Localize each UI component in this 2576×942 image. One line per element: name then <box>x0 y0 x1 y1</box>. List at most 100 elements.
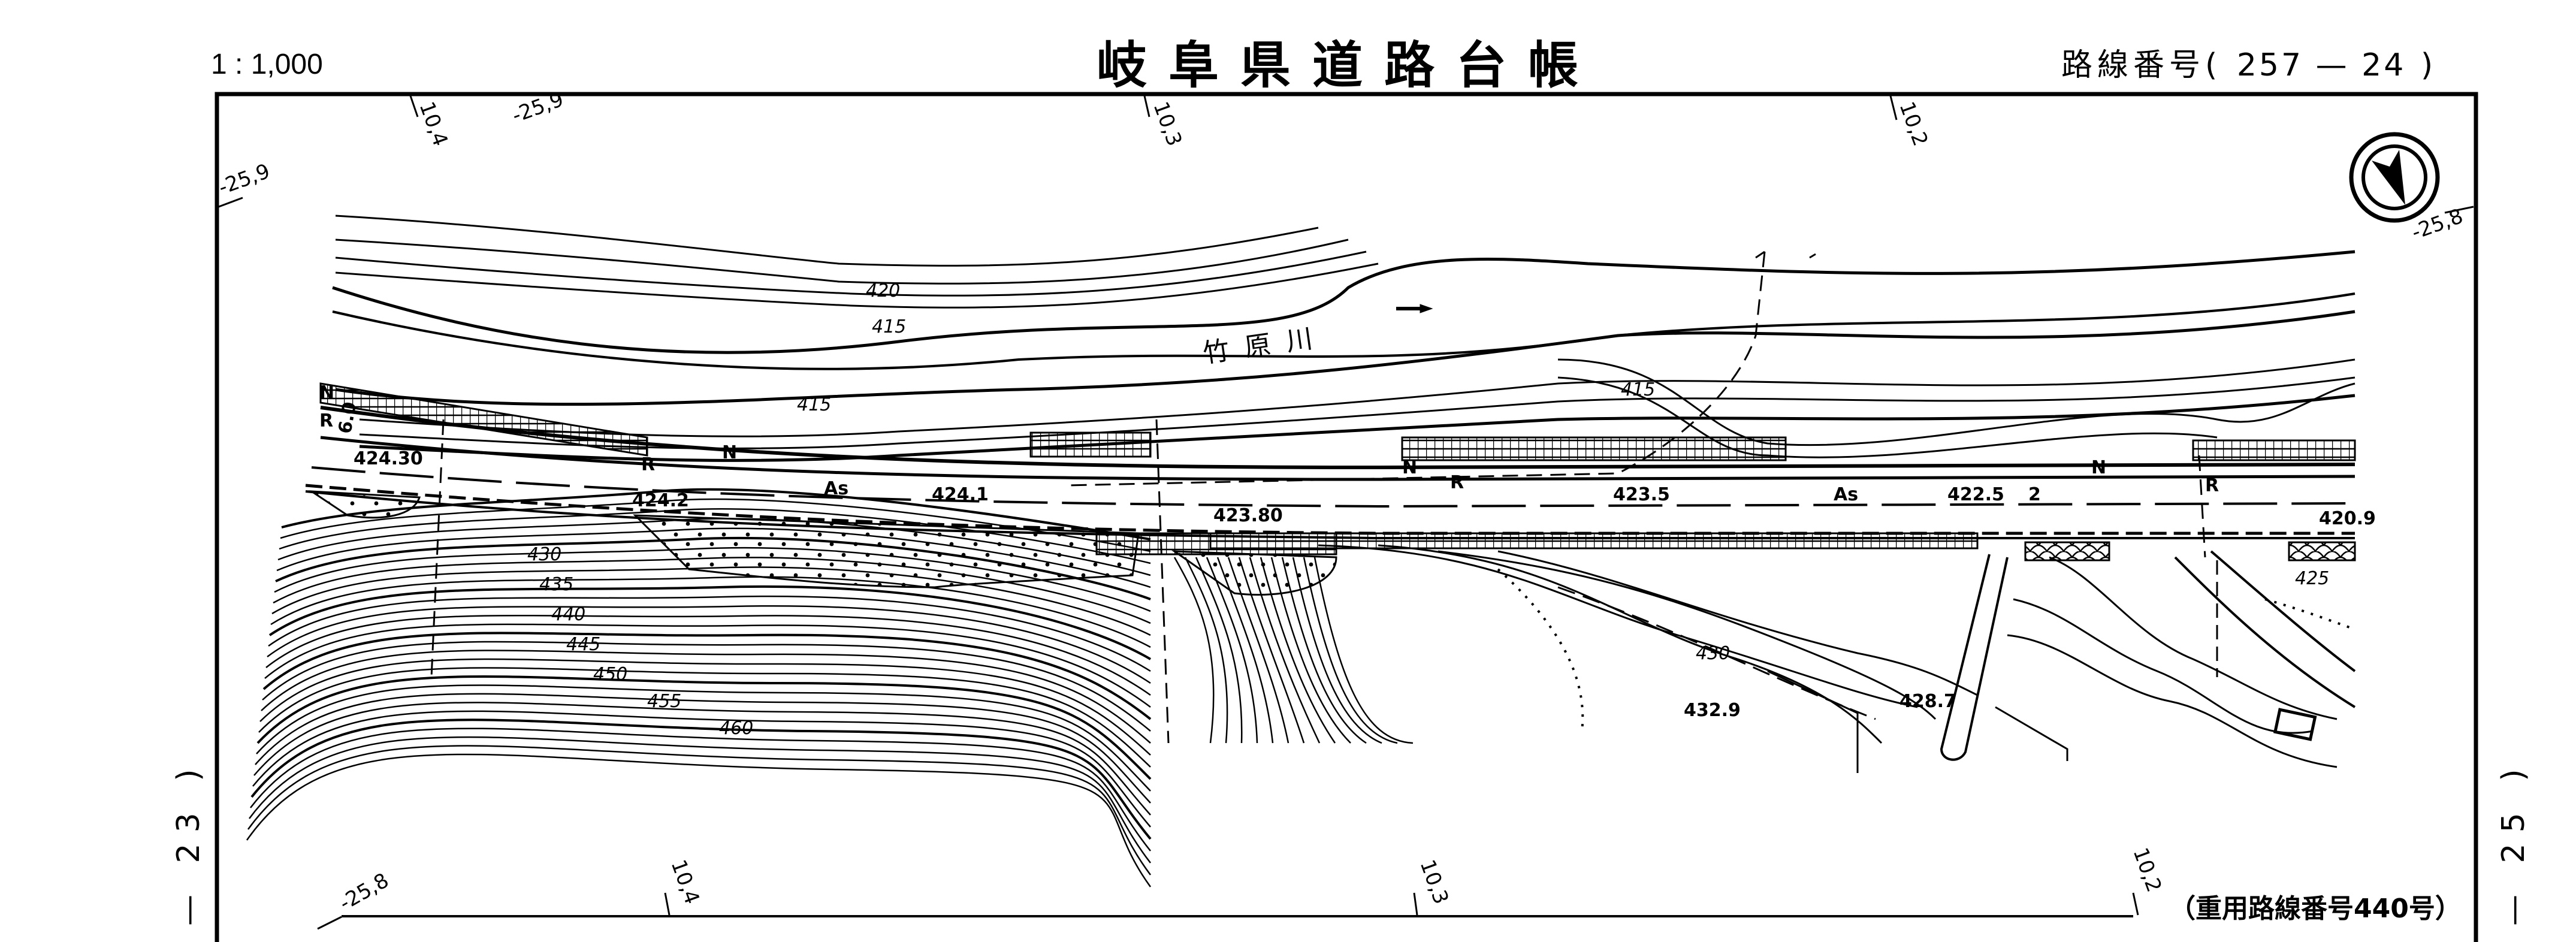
contour-line <box>270 576 1151 648</box>
road-symbol: R <box>1450 472 1464 493</box>
contour-line <box>1249 557 1321 744</box>
elevation-points: 424.30 424.2 424.1 423.80 423.5 422.5 42… <box>354 448 2376 721</box>
boundary-lines <box>430 251 2206 744</box>
contour-label: 445 <box>566 634 600 655</box>
grid-label-bottom-10-2: 10,2 <box>2128 844 2166 895</box>
contour-line <box>246 753 1152 887</box>
contour-line <box>274 547 1151 612</box>
elevation-label: 420.9 <box>2319 508 2376 529</box>
contour-line <box>271 566 1151 636</box>
road-symbol: N <box>722 442 737 463</box>
road-symbol: N <box>1402 457 1417 478</box>
contour-line <box>273 557 1151 624</box>
contour-label: 450 <box>593 664 627 685</box>
road-symbol: N <box>319 382 334 403</box>
grid-label-bottom-10-3: 10,3 <box>1415 856 1453 907</box>
contour-line <box>256 684 1151 792</box>
road-symbol: R <box>2205 475 2219 496</box>
grid-label-bottom-10-4: 10,4 <box>666 856 704 907</box>
contour-label: 460 <box>719 718 753 739</box>
station-marker: 2 <box>2028 484 2041 505</box>
contour-line <box>247 745 1152 875</box>
road-symbol: R <box>641 454 655 475</box>
elevation-label: 423.5 <box>1613 484 1670 505</box>
grid-ticks <box>218 95 2474 930</box>
grid-label-bottom-25-8: -25,8 <box>336 868 393 916</box>
contour-label: 415 <box>1621 379 1655 400</box>
elevation-label: 422.5 <box>1947 484 2004 505</box>
contour-label: 455 <box>647 691 681 712</box>
elevation-label: 423.80 <box>1213 505 1283 526</box>
contour-line <box>268 595 1151 672</box>
contour-line <box>1270 557 1351 744</box>
elevation-label: 432.9 <box>1684 700 1741 721</box>
contour-line <box>275 536 1151 600</box>
contour-line <box>268 585 1152 660</box>
road-symbol: N <box>2091 457 2106 478</box>
contour-label: 425 <box>2295 568 2329 589</box>
contour-line <box>277 518 1151 576</box>
contour-line <box>1292 557 1382 744</box>
contour-label: 440 <box>551 604 585 625</box>
contour-line <box>276 527 1151 588</box>
river-label: 竹原川 <box>1201 321 1330 369</box>
contour-line <box>253 702 1151 816</box>
contour-line <box>264 623 1151 708</box>
road-symbols: As As N R N R N R R N 6.0 2 <box>319 382 2219 505</box>
grid-label-top-10-2: 10,2 <box>1895 98 1932 149</box>
contour-label: 435 <box>539 574 573 595</box>
contour-line <box>1313 557 1414 744</box>
contour-line <box>1195 557 1243 744</box>
contour-line <box>279 508 1151 564</box>
contour-line <box>258 667 1151 768</box>
contour-line <box>255 693 1151 804</box>
contour-line <box>262 641 1151 732</box>
contour-line <box>261 650 1151 744</box>
contour-label: 430 <box>527 544 561 565</box>
earthwork-areas <box>308 490 1337 596</box>
road-symbol: R <box>319 410 333 431</box>
pavement-type-label: As <box>824 478 848 499</box>
grid-labels: 10,4 -25,9 10,3 10,2 -25,9 -25,8 -25,8 1… <box>215 87 2466 916</box>
contours-north <box>335 215 2355 462</box>
route-number: 路線番号( 257 — 24 ) <box>2061 40 2438 84</box>
contour-line <box>281 488 1151 541</box>
contour-line <box>1238 557 1305 744</box>
contour-label: 430 <box>1696 643 1730 664</box>
contour-line <box>280 498 1151 552</box>
contours-south <box>246 488 1414 887</box>
grid-label-top-10-3: 10,3 <box>1149 98 1186 149</box>
contour-line <box>248 736 1151 864</box>
north-arrow-icon <box>2349 132 2440 223</box>
contour-line <box>250 727 1151 852</box>
contour-line <box>262 632 1152 720</box>
contour-line <box>1281 557 1367 744</box>
overlap-route-note: （重用路線番号440号） <box>2169 893 2462 924</box>
elevation-label: 424.30 <box>354 448 423 469</box>
river-name: 竹原川 <box>1201 321 1330 369</box>
page-title: 岐阜県道路台帳 <box>1097 36 1600 95</box>
contour-line <box>1303 557 1398 744</box>
contour-line <box>256 675 1152 780</box>
route-number-value: 257 — 24 <box>2236 47 2406 83</box>
map-frame <box>215 92 2478 942</box>
contour-line <box>1216 557 1274 744</box>
contour-line <box>1173 557 1215 744</box>
contour-line <box>259 658 1151 756</box>
contour-line <box>250 718 1152 840</box>
contour-line <box>1227 557 1289 744</box>
grid-label-left-25-9: -25,9 <box>215 159 273 200</box>
contour-label: 415 <box>872 316 906 337</box>
contour-label: 420 <box>866 280 900 301</box>
river-takehara <box>332 250 2355 406</box>
contour-line <box>1184 557 1228 744</box>
contour-line <box>252 710 1151 828</box>
grid-label-top-10-4: 10,4 <box>415 98 452 149</box>
contour-line <box>267 605 1151 684</box>
contour-labels: 420 415 415 415 430 435 440 445 450 455 … <box>527 280 2329 739</box>
pavement-type-label: As <box>1834 484 1858 505</box>
contour-label: 415 <box>797 394 831 415</box>
contour-line <box>1260 557 1336 744</box>
contour-line <box>265 614 1151 696</box>
